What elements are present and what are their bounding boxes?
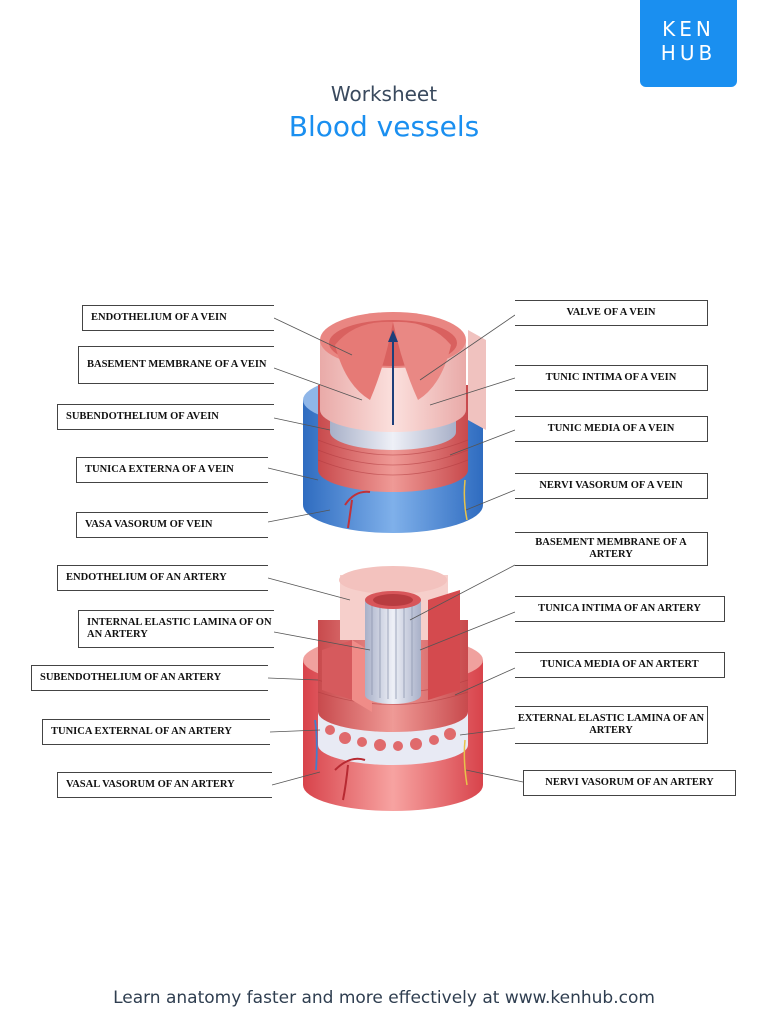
label-nervi-vasorum-artery: NERVI VASORUM OF AN ARTERY [523,770,736,796]
label-valve-vein: VALVE OF A VEIN [515,300,708,326]
label-endothelium-artery: ENDOTHELIUM OF AN ARTERY [57,565,268,591]
label-tunica-external-artery: TUNICA EXTERNAL OF AN ARTERY [42,719,270,745]
footer-text: Learn anatomy faster and more effectivel… [113,988,655,1008]
label-tunica-intima-artery: TUNICA INTIMA OF AN ARTERY [515,596,725,622]
label-nervi-vasorum-vein: NERVI VASORUM OF A VEIN [515,473,708,499]
label-external-elastic-lamina-artery: EXTERNAL ELASTIC LAMINA OF AN ARTERY [515,706,708,744]
page-title: Blood vessels [288,110,480,143]
label-basement-membrane-vein: BASEMENT MEMBRANE OF A VEIN [78,346,274,384]
label-tunic-media-vein: TUNIC MEDIA OF A VEIN [515,416,708,442]
vein-illustration [303,312,486,533]
label-subendothelium-artery: SUBENDOTHELIUM OF AN ARTERY [31,665,268,691]
label-vasa-vasorum-vein: VASA VASORUM OF VEIN [76,512,268,538]
leader-lines [267,314,524,786]
label-basement-membrane-artery: BASEMENT MEMBRANE OF A ARTERY [515,532,708,566]
label-endothelium-vein: ENDOTHELIUM OF A VEIN [82,305,274,331]
label-vasal-vasorum-artery: VASAL VASORUM OF AN ARTERY [57,772,272,798]
label-subendothelium-vein: SUBENDOTHELIUM OF AVEIN [57,404,274,430]
worksheet-subtitle: Worksheet [330,82,438,106]
artery-illustration [303,566,483,811]
label-tunica-externa-vein: TUNICA EXTERNA OF A VEIN [76,457,268,483]
logo-line-1: KEN [662,17,715,41]
label-tunic-intima-vein: TUNIC INTIMA OF A VEIN [515,365,708,391]
label-internal-elastic-lamina-artery: INTERNAL ELASTIC LAMINA OF ON AN ARTERY [78,610,274,648]
kenhub-logo: KEN HUB [640,0,737,87]
label-tunica-media-artery: TUNICA MEDIA OF AN ARTERT [515,652,725,678]
logo-line-2: HUB [660,41,717,65]
